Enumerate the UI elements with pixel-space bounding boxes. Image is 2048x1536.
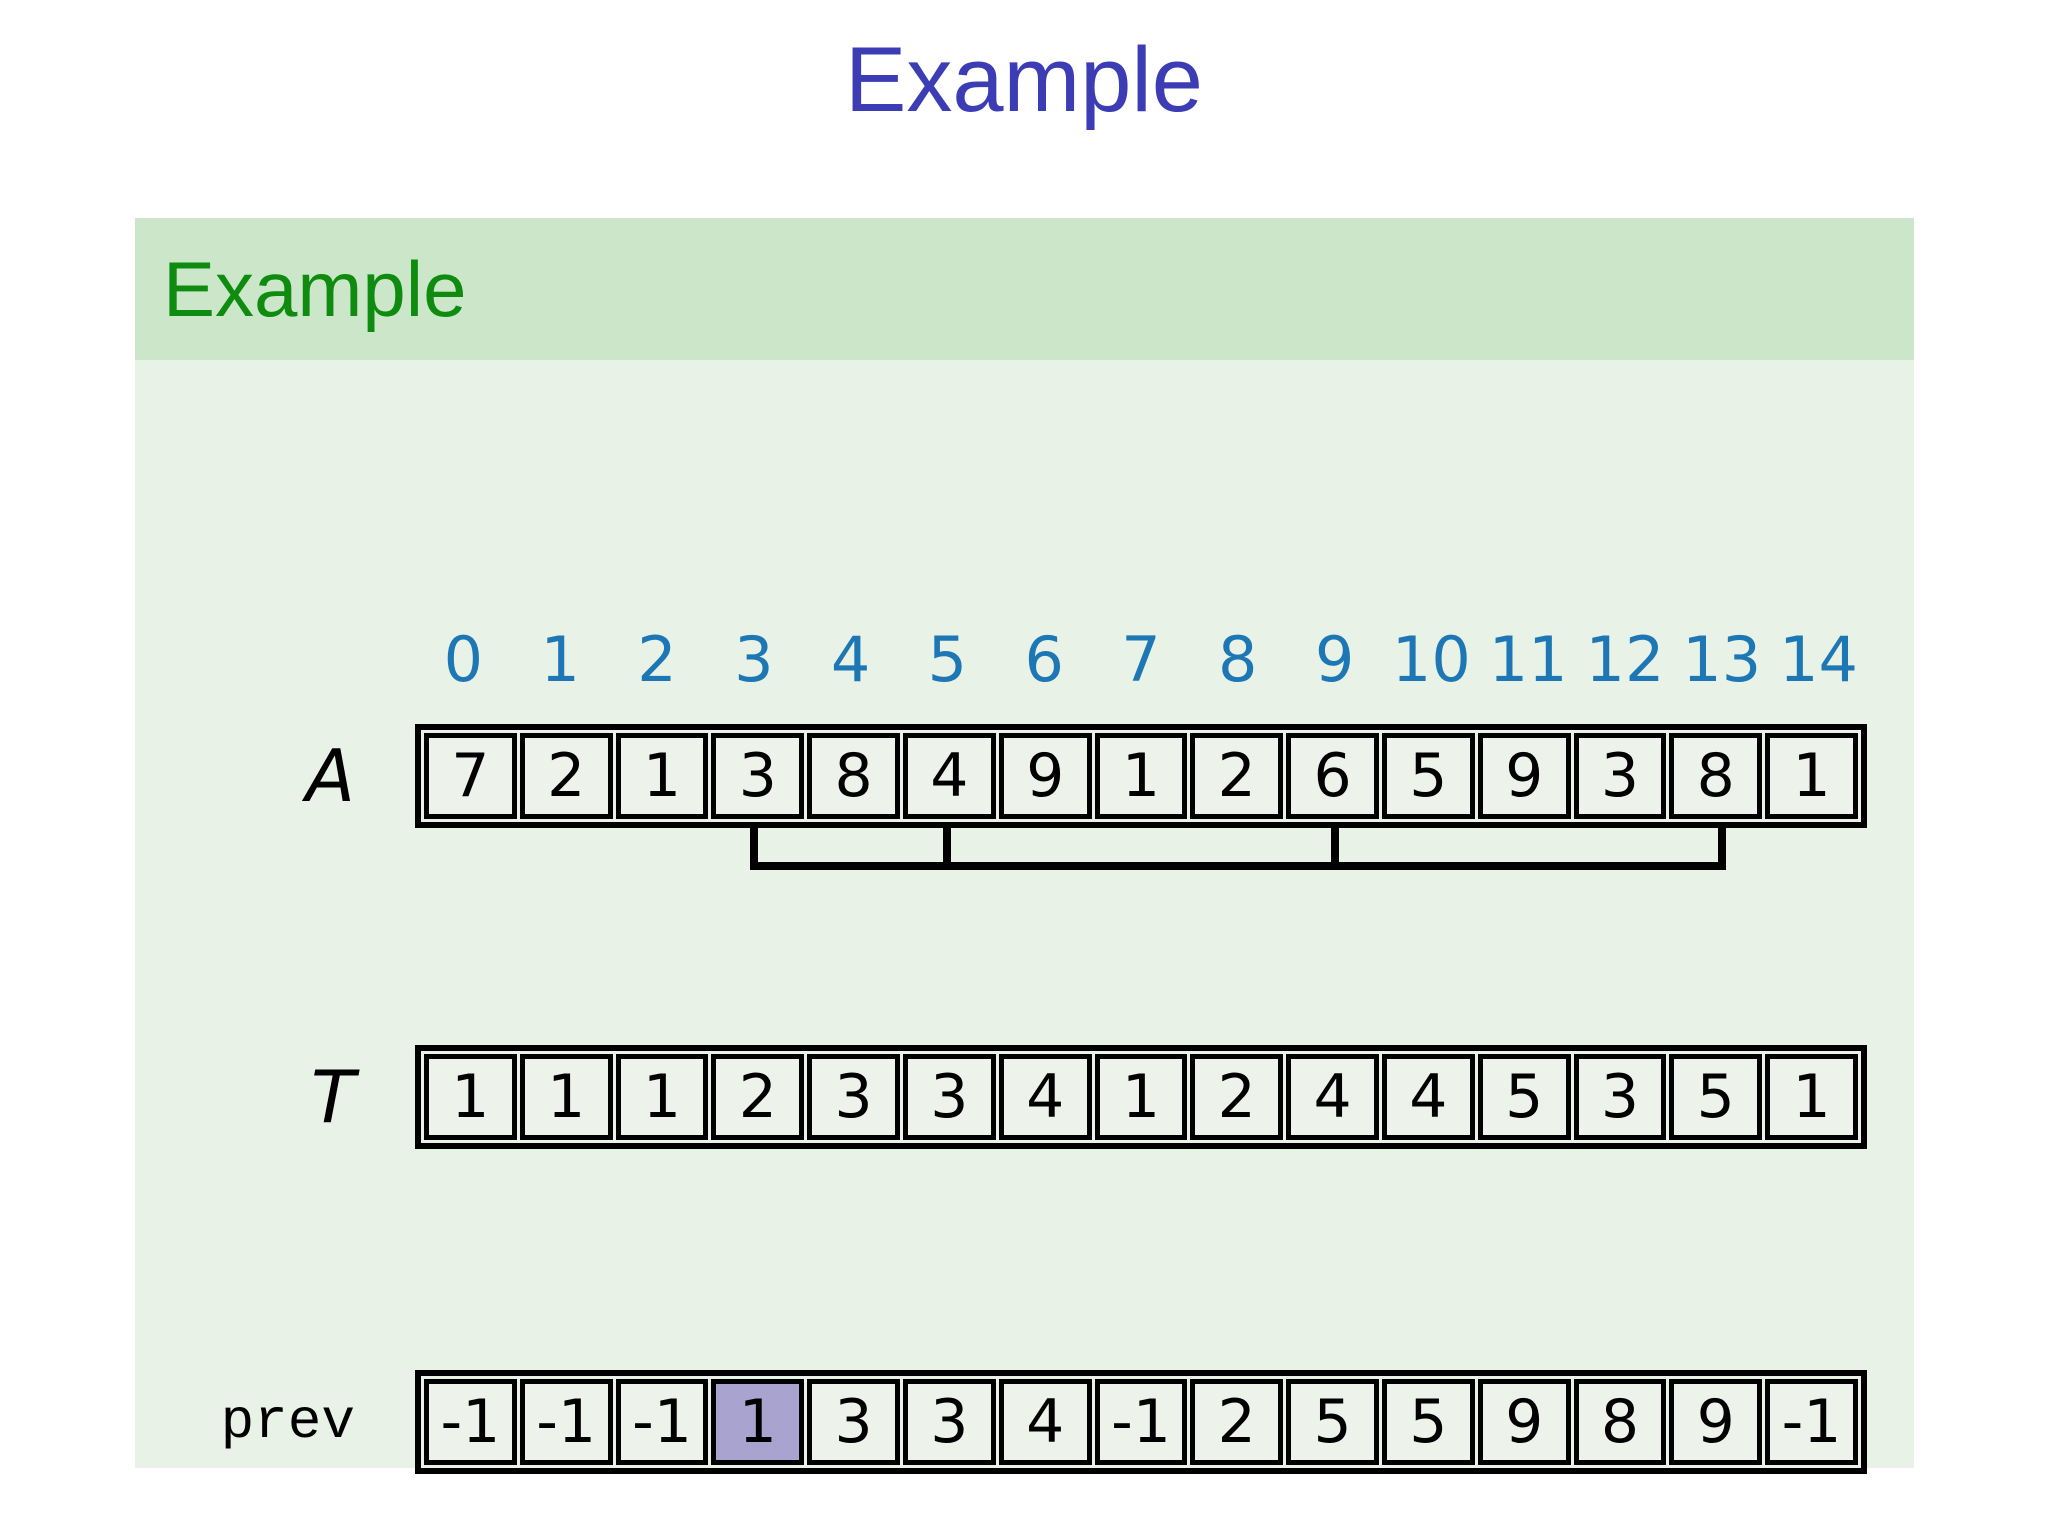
array-a-cell-14: 1 <box>1765 733 1858 819</box>
array-a-cell-2: 1 <box>615 733 709 819</box>
array-a-cell-6: 9 <box>998 733 1092 819</box>
array-prev-cell-3: 1 <box>711 1379 805 1465</box>
array-t-cell-3: 2 <box>711 1054 805 1140</box>
array-a-cell-13: 8 <box>1669 733 1763 819</box>
array-prev-cell-4: 3 <box>807 1379 900 1465</box>
array-a-cell-3: 3 <box>711 733 805 819</box>
array-prev-cell-9: 5 <box>1286 1379 1379 1465</box>
index-label-0: 0 <box>443 623 484 696</box>
array-t-label: T <box>311 1055 355 1139</box>
array-prev-cell-10: 5 <box>1381 1379 1475 1465</box>
array-t-cell-14: 1 <box>1765 1054 1858 1140</box>
array-prev-cell-14: -1 <box>1765 1379 1858 1465</box>
index-label-10: 10 <box>1391 623 1471 696</box>
array-t-cell-7: 1 <box>1094 1054 1188 1140</box>
index-label-6: 6 <box>1024 623 1064 696</box>
index-label-8: 8 <box>1218 623 1258 696</box>
array-a-cell-4: 8 <box>807 733 900 819</box>
array-t-cell-1: 1 <box>519 1054 613 1140</box>
bracket-vertical-line-1 <box>943 828 952 870</box>
array-t-cell-4: 3 <box>807 1054 900 1140</box>
array-a-cell-11: 9 <box>1477 733 1571 819</box>
index-label-12: 12 <box>1585 623 1665 696</box>
array-t-cell-8: 2 <box>1190 1054 1284 1140</box>
bracket-vertical-line-3 <box>1717 828 1726 870</box>
array-t-cell-6: 4 <box>998 1054 1092 1140</box>
bracket-vertical-line-0 <box>749 828 758 870</box>
index-label-2: 2 <box>637 623 677 696</box>
array-a-cell-1: 2 <box>519 733 613 819</box>
array-t-cell-0: 1 <box>424 1054 517 1140</box>
array-t-cell-5: 3 <box>902 1054 996 1140</box>
block-header: Example <box>135 218 1914 360</box>
array-prev-cell-12: 8 <box>1573 1379 1667 1465</box>
index-label-13: 13 <box>1682 623 1762 696</box>
array-t-cell-11: 5 <box>1477 1054 1571 1140</box>
index-label-9: 9 <box>1314 623 1355 696</box>
array-t-cell-9: 4 <box>1286 1054 1379 1140</box>
bracket-horizontal-line <box>749 862 1726 870</box>
array-a-label: A <box>305 734 355 818</box>
array-t-cell-12: 3 <box>1573 1054 1667 1140</box>
array-t-cell-10: 4 <box>1381 1054 1475 1140</box>
index-label-11: 11 <box>1488 623 1568 696</box>
array-a-cell-8: 2 <box>1190 733 1284 819</box>
array-prev-cell-0: -1 <box>424 1379 517 1465</box>
index-label-14: 14 <box>1779 623 1858 696</box>
slide-title: Example <box>845 29 1203 131</box>
array-prev-cell-5: 3 <box>902 1379 996 1465</box>
array-a-cell-9: 6 <box>1286 733 1379 819</box>
index-label-4: 4 <box>830 623 871 696</box>
array-a-cell-7: 1 <box>1094 733 1188 819</box>
array-prev-cell-11: 9 <box>1477 1379 1571 1465</box>
array-prev-cell-7: -1 <box>1094 1379 1188 1465</box>
array-prev-cell-1: -1 <box>519 1379 613 1465</box>
index-label-7: 7 <box>1121 623 1161 696</box>
index-label-5: 5 <box>927 623 968 696</box>
array-prev-cell-6: 4 <box>998 1379 1092 1465</box>
index-label-3: 3 <box>734 623 774 696</box>
array-a-cell-0: 7 <box>424 733 517 819</box>
array-prev-cell-2: -1 <box>615 1379 709 1465</box>
array-a-cell-5: 4 <box>902 733 996 819</box>
array-t-cell-13: 5 <box>1669 1054 1763 1140</box>
array-t-cell-2: 1 <box>615 1054 709 1140</box>
array-prev-label: prev <box>220 1390 355 1454</box>
array-a-cell-12: 3 <box>1573 733 1667 819</box>
index-label-1: 1 <box>540 623 580 696</box>
array-prev-cell-8: 2 <box>1190 1379 1284 1465</box>
array-a-cell-10: 5 <box>1381 733 1475 819</box>
array-prev-cell-13: 9 <box>1669 1379 1763 1465</box>
bracket-vertical-line-2 <box>1330 828 1339 870</box>
